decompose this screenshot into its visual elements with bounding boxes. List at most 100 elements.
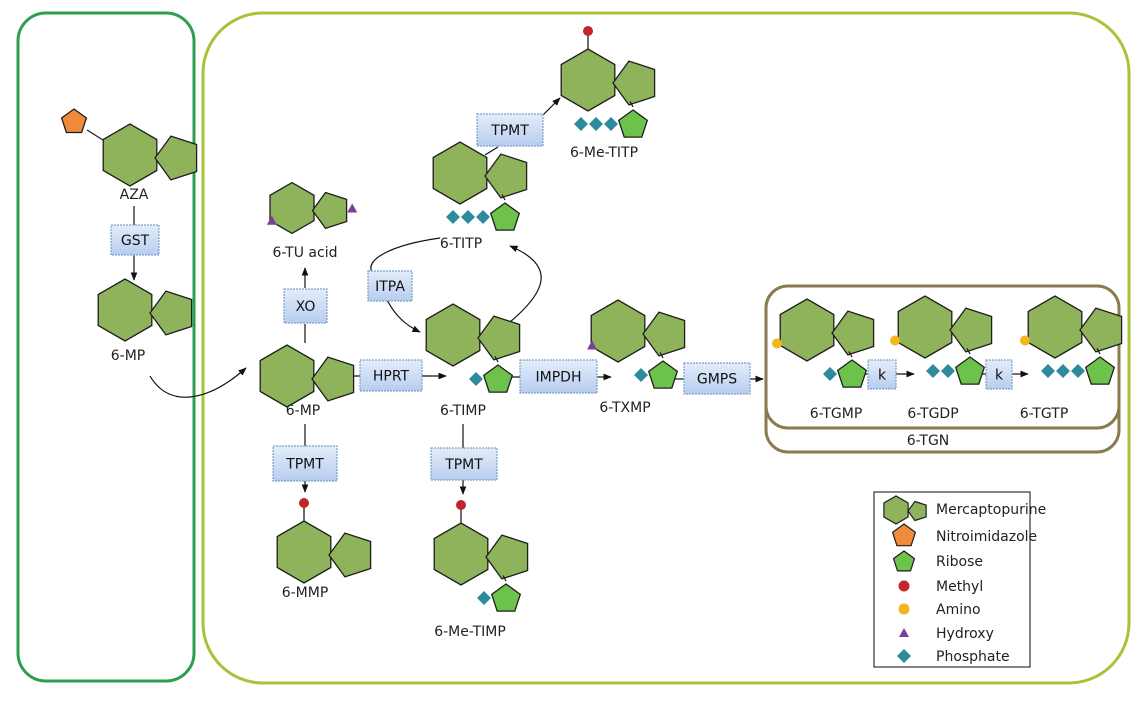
enzyme-hprt: HPRT <box>359 359 423 392</box>
legend-ribose-pentagon <box>892 550 916 572</box>
enzyme-label-gmps: GMPS <box>697 372 737 388</box>
label-6-tgn: 6-TGN <box>907 433 950 449</box>
6-me-titp-molecule <box>560 26 656 138</box>
6-mp-left-molecule <box>97 278 193 342</box>
6-timp-ribose <box>482 364 514 393</box>
6-tgdp-phosphate-2 <box>926 364 940 378</box>
6-tgdp-ribose <box>954 356 986 385</box>
legend-methyl: Methyl <box>936 579 983 595</box>
6-tgtp-molecule-hexagon-ring <box>1027 295 1083 359</box>
6-me-titp-phosphate-3 <box>574 117 588 131</box>
6-me-timp-molecule-pentagon-ring <box>485 534 529 580</box>
legend: Mercaptopurine Nitroimidazole Ribose Met… <box>873 491 1046 668</box>
label-6-me-timp: 6-Me-TIMP <box>434 624 506 640</box>
legend-hydroxy-triangle <box>899 628 909 637</box>
enzyme-gmps: GMPS <box>683 362 751 395</box>
legend-amino: Amino <box>936 602 981 618</box>
enzyme-label-xo: XO <box>296 299 316 315</box>
enzyme-tpmt-mp: TPMT <box>272 445 338 482</box>
legend-hydroxy: Hydroxy <box>936 626 994 642</box>
6-txmp-molecule <box>587 299 686 389</box>
6-me-titp-phosphate-1 <box>604 117 618 131</box>
enzyme-gst: GST <box>110 224 160 256</box>
legend-mercaptopurine-hexagon <box>883 495 909 525</box>
label-6-tu-acid: 6-TU acid <box>273 245 338 261</box>
6-mmp-molecule-hexagon-ring <box>276 520 332 584</box>
6-titp-molecule <box>432 141 528 231</box>
6-me-titp-molecule-hexagon-ring <box>560 48 616 112</box>
aza-molecule <box>60 108 198 187</box>
enzyme-k1: k <box>867 359 897 390</box>
6-tu-acid-hydroxy-2 <box>347 203 358 213</box>
6-mp-center-molecule <box>259 344 355 408</box>
6-titp-phosphate-1 <box>476 210 490 224</box>
legend-ribose: Ribose <box>936 554 983 570</box>
6-me-timp-molecule <box>433 500 529 612</box>
enzyme-label-tpmt-mp: TPMT <box>285 457 324 473</box>
6-txmp-phosphate-1 <box>634 368 648 382</box>
6-tgmp-molecule <box>772 298 875 388</box>
legend-methyl-dot <box>898 580 910 592</box>
6-tgtp-phosphate-1 <box>1071 364 1085 378</box>
label-6-mp-left: 6-MP <box>111 348 145 364</box>
6-me-titp-phosphate-2 <box>589 117 603 131</box>
6-tgdp-amino <box>890 335 901 346</box>
enzyme-label-tpmt-timp: TPMT <box>444 457 483 473</box>
6-txmp-ribose <box>647 360 679 389</box>
6-timp-molecule <box>425 303 521 393</box>
6-me-timp-ribose <box>490 583 522 612</box>
6-txmp-molecule-pentagon-ring <box>642 311 686 357</box>
6-me-timp-molecule-hexagon-ring <box>433 522 489 586</box>
6-tgtp-amino <box>1020 335 1031 346</box>
6-timp-phosphate-1 <box>469 372 483 386</box>
6-me-timp-methyl <box>456 500 466 510</box>
label-aza: AZA <box>120 187 149 203</box>
label-6-txmp: 6-TXMP <box>599 400 650 416</box>
molecules <box>60 26 1123 612</box>
label-6-tgmp: 6-TGMP <box>810 406 863 422</box>
6-tgmp-phosphate-1 <box>823 367 837 381</box>
6-timp-molecule-pentagon-ring <box>477 315 521 361</box>
6-tu-acid-molecule-hexagon-ring <box>269 181 315 235</box>
label-6-me-titp: 6-Me-TITP <box>570 145 638 161</box>
6-tgdp-molecule-pentagon-ring <box>949 307 993 353</box>
6-timp-molecule-hexagon-ring <box>425 303 481 367</box>
6-tgdp-molecule-hexagon-ring <box>897 295 953 359</box>
enzyme-label-itpa: ITPA <box>375 279 405 295</box>
6-mp-left-molecule-hexagon-ring <box>97 278 153 342</box>
aza-molecule-hexagon-ring <box>102 123 158 187</box>
legend-phosphate: Phosphate <box>936 649 1010 665</box>
6-mp-center-molecule-pentagon-ring <box>311 356 355 402</box>
6-mp-center-molecule-hexagon-ring <box>259 344 315 408</box>
6-tgmp-amino <box>772 338 783 349</box>
6-titp-phosphate-3 <box>446 210 460 224</box>
6-tu-acid-molecule-pentagon-ring <box>311 191 348 230</box>
enzyme-k2: k <box>985 359 1013 390</box>
enzyme-label-gst: GST <box>121 233 150 249</box>
aza-molecule-pentagon-ring <box>154 135 198 181</box>
label-6-mp-center: 6-MP <box>286 403 320 419</box>
legend-amino-dot <box>898 603 910 615</box>
legend-nitroimidazole-pentagon <box>891 523 917 547</box>
6-tgdp-phosphate-1 <box>941 364 955 378</box>
legend-mercaptopurine-pentagon <box>907 500 927 522</box>
6-tu-acid-molecule <box>266 181 358 235</box>
6-tgtp-molecule-pentagon-ring <box>1079 307 1123 353</box>
6-tgmp-molecule-pentagon-ring <box>831 310 875 356</box>
6-tgtp-phosphate-2 <box>1056 364 1070 378</box>
6-tgdp-molecule <box>890 295 993 385</box>
6-titp-ribose <box>489 202 521 231</box>
6-me-titp-molecule-pentagon-ring <box>612 60 656 106</box>
enzyme-label-k1: k <box>878 368 887 384</box>
6-me-titp-methyl <box>583 26 593 36</box>
label-6-titp: 6-TITP <box>440 236 482 252</box>
6-tgtp-phosphate-3 <box>1041 364 1055 378</box>
6-tu-acid-hydroxy-1 <box>266 215 277 225</box>
enzyme-tpmt-titp: TPMT <box>476 113 544 147</box>
label-6-tgtp: 6-TGTP <box>1020 406 1069 422</box>
right-panel <box>201 11 1131 685</box>
legend-mercaptopurine: Mercaptopurine <box>936 502 1046 518</box>
6-titp-phosphate-2 <box>461 210 475 224</box>
